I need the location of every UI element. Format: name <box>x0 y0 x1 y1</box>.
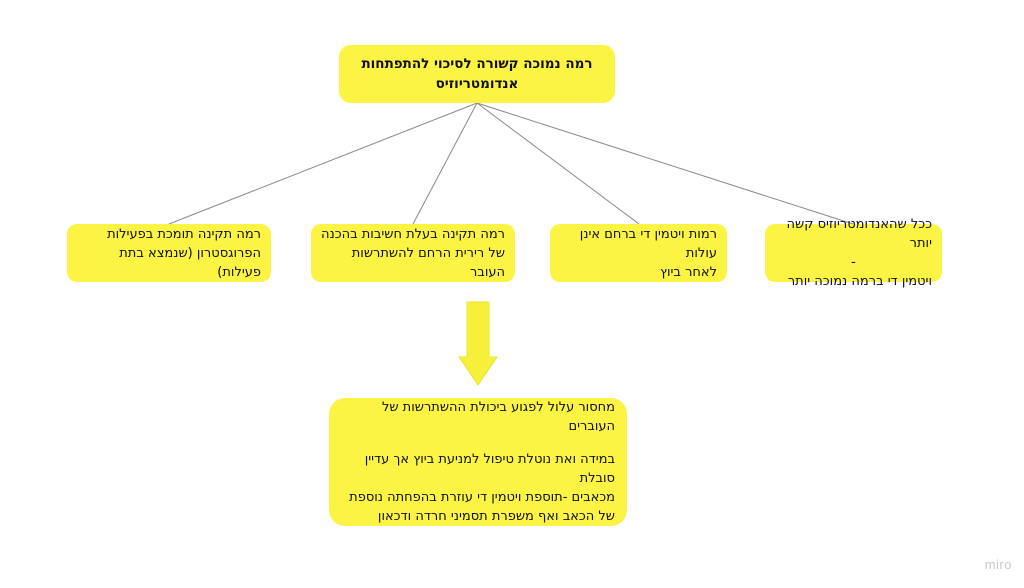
conclusion-line-1: מחסור עלול לפגוע ביכולת ההשתרשות של העוב… <box>381 400 615 434</box>
child-node-text: לאחר ביוץ <box>659 264 717 280</box>
child-node-text: ככל שהאנדומטריוזיס קשה יותר <box>786 217 932 251</box>
conclusion-line-2: במידה ואת נוטלת טיפול למניעת ביוץ אך עדי… <box>364 452 615 486</box>
child-node-text: רמה תקינה תומכת בפעילות <box>107 226 261 242</box>
connector-root-to-node-4 <box>168 102 478 225</box>
connector-root-to-node-1 <box>476 102 854 225</box>
root-node-line-2: אנדומטריוזיס <box>435 76 519 92</box>
down-arrow <box>458 301 498 386</box>
child-node-text: ויטמין די ברמה נמוכה יותר <box>787 274 932 289</box>
child-node-progesterone[interactable]: רמה תקינה תומכת בפעילות הפרוגסטרון (שנמצ… <box>67 224 271 282</box>
child-node-text: רמות ויטמין די ברחם אינן עולות <box>579 226 717 261</box>
child-node-text: של רירית הרחם להשתרשות העובר <box>351 245 505 280</box>
child-node-text: רמה תקינה בעלת חשיבות בהכנה <box>321 226 505 242</box>
child-node-implantation[interactable]: רמה תקינה בעלת חשיבות בהכנה של רירית הרח… <box>311 224 515 282</box>
connector-root-to-node-3 <box>412 102 478 225</box>
connector-root-to-node-2 <box>476 102 640 225</box>
root-node[interactable]: רמה נמוכה קשורה לסיכוי להתפתחות אנדומטרי… <box>339 45 615 103</box>
conclusion-spacer <box>341 436 615 450</box>
conclusion-line-3: מכאבים -תוספת ויטמין די עוזרת בהפחתה נוס… <box>349 490 615 505</box>
child-node-text: הפרוגסטרון (שנמצא בתת פעילות) <box>119 245 261 280</box>
miro-watermark: miro <box>984 557 1012 572</box>
root-node-line-1: רמה נמוכה קשורה לסיכוי להתפתחות <box>361 56 593 72</box>
conclusion-line-4: של הכאב ואף משפרת תסמיני חרדה ודכאון <box>377 509 615 524</box>
conclusion-node[interactable]: מחסור עלול לפגוע ביכולת ההשתרשות של העוב… <box>329 398 627 526</box>
child-node-text: - <box>851 255 856 270</box>
child-node-ovulation[interactable]: רמות ויטמין די ברחם אינן עולות לאחר ביוץ <box>550 224 727 282</box>
child-node-severity[interactable]: ככל שהאנדומטריוזיס קשה יותר - ויטמין די … <box>765 217 942 289</box>
